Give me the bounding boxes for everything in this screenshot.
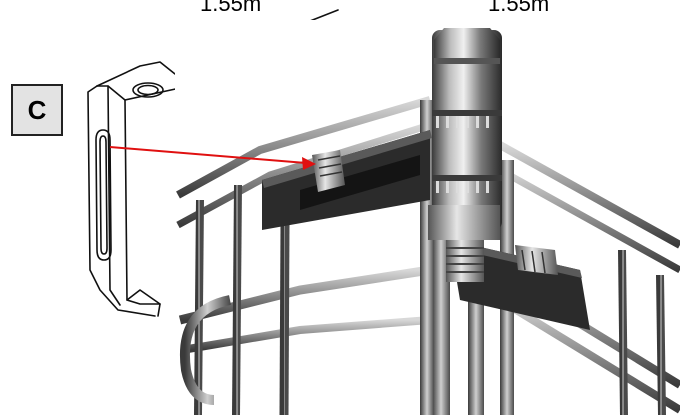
hinge-clamp-photo <box>175 20 680 415</box>
top-right-dimension-label: 1.55m <box>488 0 550 16</box>
callout-letter: C <box>27 94 47 125</box>
callout-label-box: C <box>11 84 63 136</box>
top-left-dimension-label: 1.55m <box>200 0 262 16</box>
pointer-arrow <box>109 146 316 170</box>
